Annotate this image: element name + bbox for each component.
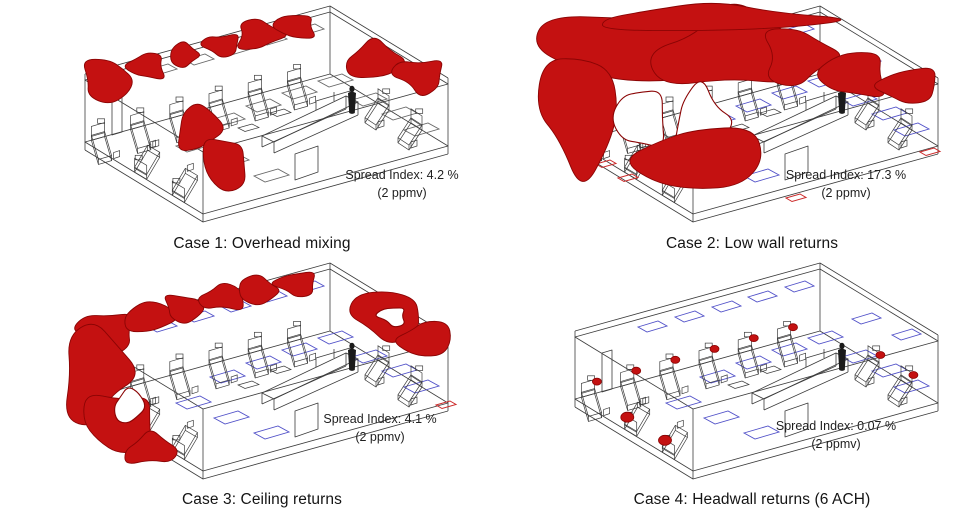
panel-case-3: Spread Index: 4.1 % (2 ppmv) Case 3: Cei…: [0, 257, 490, 513]
panel-case-4: Spread Index: 0.07 % (2 ppmv) Case 4: He…: [490, 257, 980, 513]
contaminant-isosurface: [592, 323, 919, 446]
patient-bed: [698, 342, 728, 390]
spread-index-annotation: Spread Index: 17.3 % (2 ppmv): [758, 166, 934, 202]
patient-bed: [364, 345, 391, 388]
case-2-room-visualization: [536, 2, 942, 223]
threshold-text: (2 ppmv): [821, 186, 871, 201]
contaminant-isosurface: [66, 271, 451, 464]
panel-case-1: Spread Index: 4.2 % (2 ppmv) Case 1: Ove…: [0, 0, 490, 257]
spread-index-text: Spread Index: 0.07 %: [775, 419, 897, 433]
floor-equipment: [237, 365, 292, 389]
patient-bed: [887, 365, 914, 408]
patient-bed: [208, 342, 238, 390]
patient-bed: [854, 345, 881, 388]
ramp-structure: [751, 347, 849, 411]
patient-bed: [887, 108, 914, 151]
room-figure: [536, 2, 942, 223]
contaminant-isosurface: [83, 15, 443, 192]
beds-group: [580, 321, 914, 460]
patient-bed: [620, 364, 650, 411]
person-figure: [838, 342, 846, 371]
patient-bed: [130, 107, 160, 154]
patient-bed: [247, 74, 277, 122]
spread-index-annotation: Spread Index: 4.1 % (2 ppmv): [292, 410, 468, 446]
room-figure: [83, 5, 449, 223]
patient-bed: [397, 365, 424, 408]
beds-group: [90, 64, 424, 203]
person-figure: [348, 342, 356, 371]
ramp-structure: [261, 90, 359, 154]
case-3-caption: Case 3: Ceiling returns: [182, 491, 342, 508]
panel-case-2: Spread Index: 17.3 % (2 ppmv) Case 2: Lo…: [490, 0, 980, 257]
patient-bed: [737, 331, 767, 379]
room-wireframe: [574, 262, 939, 480]
patient-bed: [580, 375, 610, 422]
person-figure: [348, 85, 356, 114]
contaminant-isosurface: [536, 2, 936, 189]
spread-index-annotation: Spread Index: 0.07 % (2 ppmv): [748, 417, 924, 453]
patient-bed: [134, 139, 161, 180]
floor-equipment: [727, 365, 782, 389]
room-figure: [574, 262, 939, 480]
room-figure: [66, 262, 458, 480]
ramp-structure: [261, 347, 359, 411]
patient-bed: [90, 118, 120, 165]
spread-index-text: Spread Index: 4.2 %: [345, 168, 459, 182]
threshold-text: (2 ppmv): [811, 437, 861, 452]
patient-bed: [776, 321, 806, 368]
spread-index-text: Spread Index: 17.3 %: [785, 168, 907, 182]
case-4-caption: Case 4: Headwall returns (6 ACH): [633, 491, 871, 508]
patient-bed: [364, 88, 391, 131]
patient-bed: [171, 162, 198, 203]
spread-index-text: Spread Index: 4.1 %: [323, 412, 437, 426]
threshold-text: (2 ppmv): [377, 186, 427, 201]
patient-bed: [286, 64, 316, 111]
patient-bed: [247, 331, 277, 379]
case-1-room-visualization: [83, 5, 449, 223]
case-4-room-visualization: [574, 262, 939, 480]
patient-bed: [169, 353, 199, 401]
spread-index-annotation: Spread Index: 4.2 % (2 ppmv): [314, 166, 490, 202]
patient-bed: [397, 108, 424, 151]
floor-equipment: [237, 108, 292, 132]
case-3-room-visualization: [66, 262, 458, 480]
case-2-caption: Case 2: Low wall returns: [665, 235, 839, 252]
threshold-text: (2 ppmv): [355, 430, 405, 445]
case-1-caption: Case 1: Overhead mixing: [173, 235, 351, 252]
patient-bed: [659, 353, 689, 401]
